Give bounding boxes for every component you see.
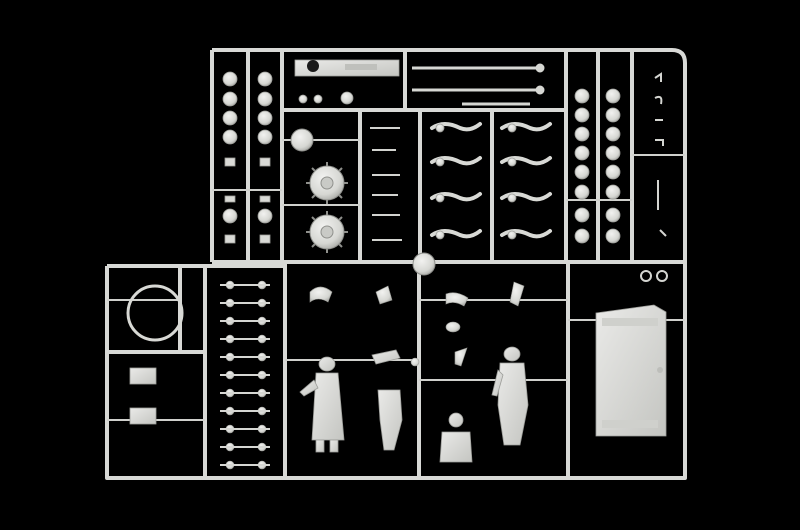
figure-arms-and-heads	[309, 281, 525, 367]
road-wheel-discs-left	[222, 71, 273, 224]
hull-plate-part	[294, 59, 400, 77]
round-hatch-ring	[126, 284, 184, 342]
small-bracket-parts	[370, 127, 402, 241]
sprocket-wheel-bottom	[306, 211, 348, 253]
hub-cap-part	[290, 128, 314, 152]
figure-crewman-legs	[371, 349, 403, 451]
figure-crewman-standing	[491, 346, 529, 446]
small-box-parts	[129, 367, 157, 425]
top-center-knobs	[298, 91, 354, 105]
small-square-parts-left	[224, 157, 271, 244]
sprocket-wheel-top	[306, 162, 348, 204]
figure-bust	[439, 412, 473, 463]
small-hook-parts	[640, 72, 669, 282]
suspension-arm-ends	[435, 123, 517, 240]
gun-barrel-parts	[412, 63, 545, 106]
figure-officer-long-coat	[299, 356, 345, 453]
engine-deck-part	[595, 304, 667, 437]
track-link-bars	[220, 284, 270, 466]
road-wheel-discs-right	[574, 88, 621, 244]
turret-hatch-part	[412, 252, 436, 276]
